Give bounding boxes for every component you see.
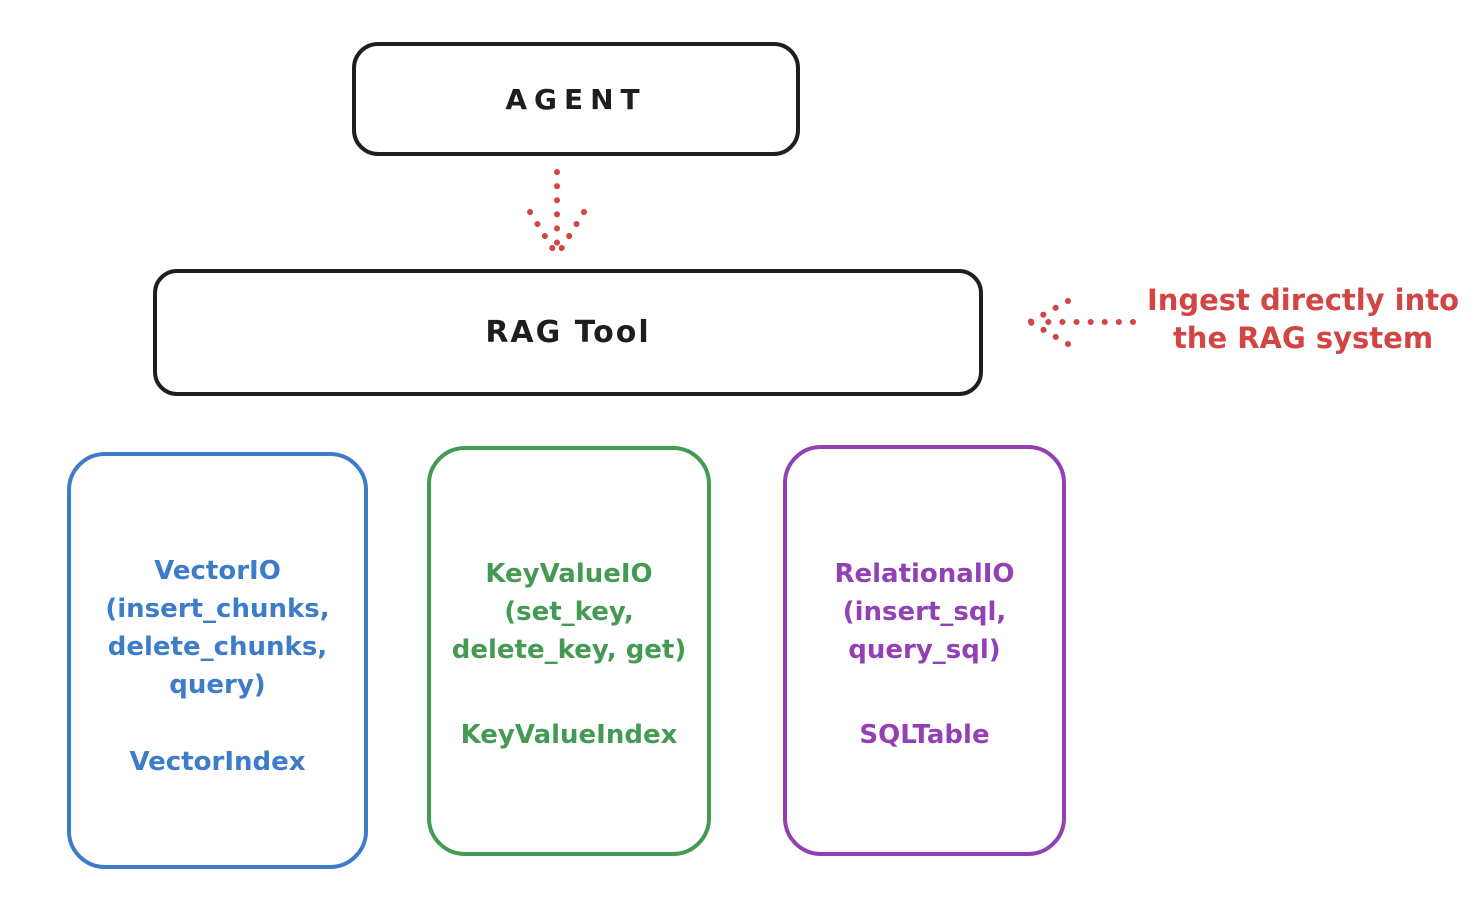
ingest-annotation-line2: the RAG system (1172, 321, 1434, 355)
agent-to-rag-arrow (527, 169, 587, 257)
relational-io-line: query_sql) (848, 635, 1001, 665)
relational-io-line: (insert_sql, (842, 597, 1007, 627)
ingest-into-rag-arrow (1027, 298, 1136, 347)
vector-io-line: (insert_chunks, (105, 594, 330, 624)
vector-io-line: VectorIO (154, 556, 281, 586)
agent-label: AGENT (505, 82, 647, 116)
ingest-annotation: Ingest directly into the RAG system (1130, 281, 1476, 357)
rag-tool-node: RAG Tool (153, 269, 983, 396)
sql-table-label: SQLTable (859, 720, 990, 750)
vector-io-line: query) (169, 670, 266, 700)
vector-io-line: delete_chunks, (107, 632, 328, 662)
keyvalue-io-line: KeyValueIO (485, 559, 653, 589)
keyvalue-index-label: KeyValueIndex (460, 720, 678, 750)
relational-io-line: RelationalIO (834, 559, 1015, 589)
ingest-annotation-line1: Ingest directly into (1146, 283, 1460, 317)
vector-index-label: VectorIndex (129, 747, 306, 777)
relational-io-node: RelationalIO (insert_sql, query_sql) SQL… (783, 445, 1066, 856)
keyvalue-io-line: delete_key, get) (451, 635, 687, 665)
rag-tool-label: RAG Tool (485, 315, 651, 350)
vector-io-node: VectorIO (insert_chunks, delete_chunks, … (67, 452, 368, 869)
keyvalue-io-node: KeyValueIO (set_key, delete_key, get) Ke… (427, 446, 711, 856)
agent-node: AGENT (352, 42, 800, 156)
keyvalue-io-line: (set_key, (504, 597, 634, 627)
